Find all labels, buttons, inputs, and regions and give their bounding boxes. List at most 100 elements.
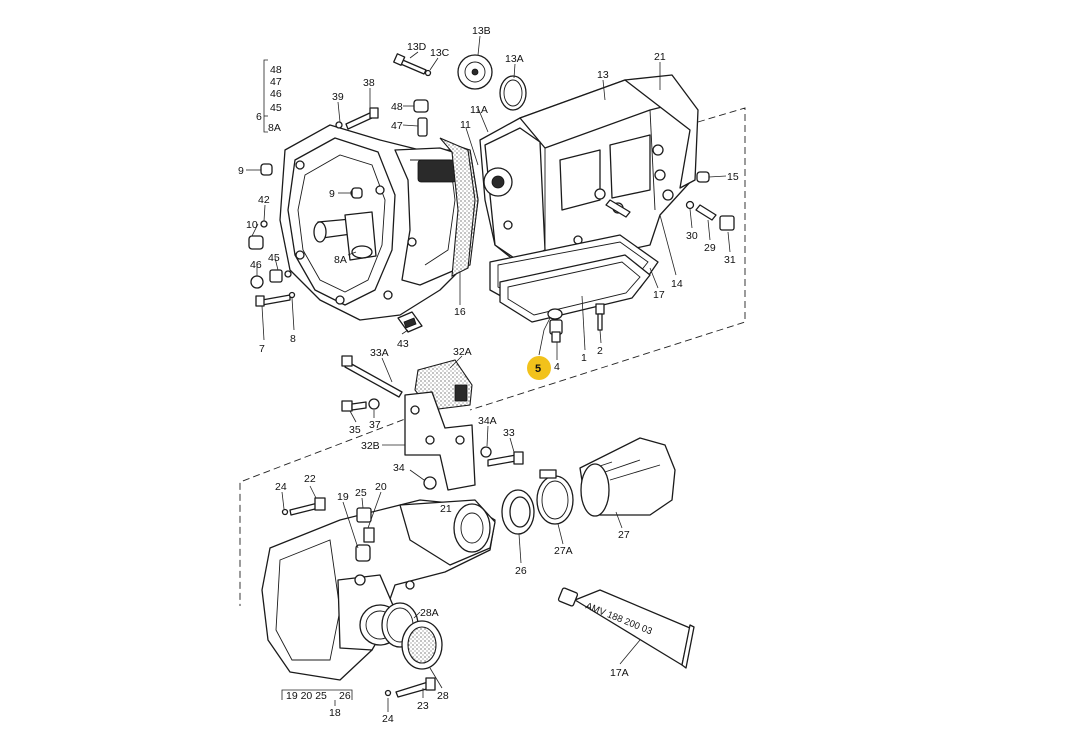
- part-7-bolt: [255, 294, 291, 307]
- part-20-pin: [363, 527, 375, 543]
- highlight-callout-5[interactable]: 5: [527, 356, 551, 380]
- part-13C-washer: [424, 69, 432, 77]
- label-24-upper: 24: [275, 481, 287, 493]
- label-29: 29: [704, 242, 716, 254]
- part-48-cap: [413, 99, 429, 113]
- label-8A-bracket: 8A: [268, 122, 281, 134]
- label-28A: 28A: [420, 607, 439, 619]
- label-19: 19: [337, 491, 349, 503]
- label-33A: 33A: [370, 347, 389, 359]
- part-15-cap: [696, 171, 710, 183]
- label-16: 16: [454, 306, 466, 318]
- part-13D-bolt: [393, 53, 427, 75]
- label-47: 47: [391, 120, 403, 132]
- part-32B-bracket: [404, 391, 476, 491]
- label-6: 6: [256, 111, 262, 123]
- part-38-bolt: [345, 107, 379, 130]
- label-15: 15: [727, 171, 739, 183]
- part-9-sleeve: [260, 163, 273, 176]
- part-37-washer: [368, 398, 380, 410]
- part-42-ring: [260, 220, 268, 228]
- label-28: 28: [437, 690, 449, 702]
- part-46-seal: [250, 275, 264, 289]
- leader-lines: [246, 35, 731, 712]
- part-43-switch: [397, 311, 423, 333]
- label-21-upper: 21: [654, 51, 666, 63]
- part-31-plug: [719, 215, 735, 231]
- label-13D: 13D: [407, 41, 427, 53]
- label-33: 33: [503, 427, 515, 439]
- part-26-seal: [501, 489, 535, 535]
- part-34-nut: [423, 476, 437, 490]
- label-27: 27: [618, 529, 630, 541]
- label-13: 13: [597, 69, 609, 81]
- part-2-screw: [595, 303, 605, 331]
- label-20: 20: [375, 481, 387, 493]
- label-17A: 17A: [610, 667, 629, 679]
- label-17: 17: [653, 289, 665, 301]
- label-5: 5: [535, 363, 541, 375]
- part-8-washer: [288, 291, 296, 299]
- part-35-bolt: [341, 400, 367, 412]
- label-8: 8: [290, 333, 296, 345]
- part-27A-clamp: [536, 469, 574, 525]
- part-33A-bolt: [341, 355, 403, 398]
- bell-housing: [279, 124, 479, 321]
- label-26: 26: [515, 565, 527, 577]
- label-46-bracket: 46: [270, 88, 282, 100]
- label-11: 11: [460, 119, 471, 131]
- label-31: 31: [724, 254, 736, 266]
- final-drive-housing: [261, 499, 496, 681]
- label-47-bracket: 47: [270, 76, 282, 88]
- part-45-nut: [269, 269, 283, 283]
- label-42: 42: [258, 194, 270, 206]
- label-48-bracket: 48: [270, 64, 282, 76]
- label-21-lower: 21: [440, 503, 452, 515]
- label-9-center: 9: [329, 188, 335, 200]
- label-35: 35: [349, 424, 361, 436]
- part-13B-cover: [457, 54, 493, 90]
- part-10-bush: [248, 235, 264, 250]
- part-47-plug: [417, 117, 428, 137]
- part-29-spring: [695, 204, 717, 221]
- label-11A: 11A: [470, 104, 488, 116]
- label-7: 7: [259, 343, 265, 355]
- gearbox-housing: [479, 74, 699, 266]
- label-48: 48: [391, 101, 403, 113]
- label-37: 37: [369, 419, 381, 431]
- label-22: 22: [304, 473, 316, 485]
- label-14: 14: [671, 278, 683, 290]
- label-34A: 34A: [478, 415, 497, 427]
- label-13A: 13A: [505, 53, 524, 65]
- label-13B: 13B: [472, 25, 491, 37]
- part-17A-tube: AMV 188 200 03: [557, 587, 695, 669]
- part-30-ball: [685, 200, 695, 210]
- part-9-sleeve-b: [351, 187, 363, 199]
- dashed-outline-upper: [469, 107, 746, 411]
- part-39-washer: [335, 121, 343, 129]
- label-30: 30: [686, 230, 698, 242]
- label-26-lower: 26: [339, 690, 351, 702]
- label-23: 23: [417, 700, 429, 712]
- part-23-bolt: [395, 677, 436, 698]
- part-5-seal: [547, 308, 563, 320]
- label-10: 10: [246, 219, 258, 231]
- label-32B: 32B: [361, 440, 380, 452]
- part-24-washer: [281, 508, 289, 516]
- oil-pan: [489, 234, 659, 323]
- label-13C: 13C: [430, 47, 450, 59]
- highlight-marker[interactable]: [527, 356, 551, 380]
- part-14-spring: [605, 199, 631, 218]
- label-32A: 32A: [453, 346, 472, 358]
- label-34: 34: [393, 462, 405, 474]
- part-25-nut: [356, 507, 372, 523]
- label-19-20-25: 19 20 25: [286, 690, 327, 702]
- part-22-bolt: [289, 497, 326, 516]
- label-39: 39: [332, 91, 344, 103]
- part-4-plug: [549, 319, 563, 343]
- part-34A-nut: [480, 446, 492, 458]
- label-43: 43: [397, 338, 409, 350]
- label-9-left: 9: [238, 165, 244, 177]
- callout-labels: 13B 13D 13C 13A 21 13 48 47 46 45 6 8A 3…: [238, 25, 739, 725]
